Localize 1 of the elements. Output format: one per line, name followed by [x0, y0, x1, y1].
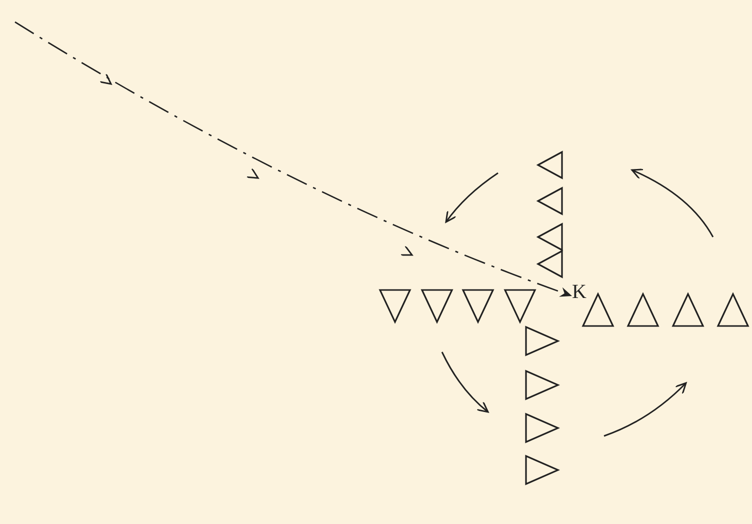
point-label: K	[572, 282, 586, 302]
